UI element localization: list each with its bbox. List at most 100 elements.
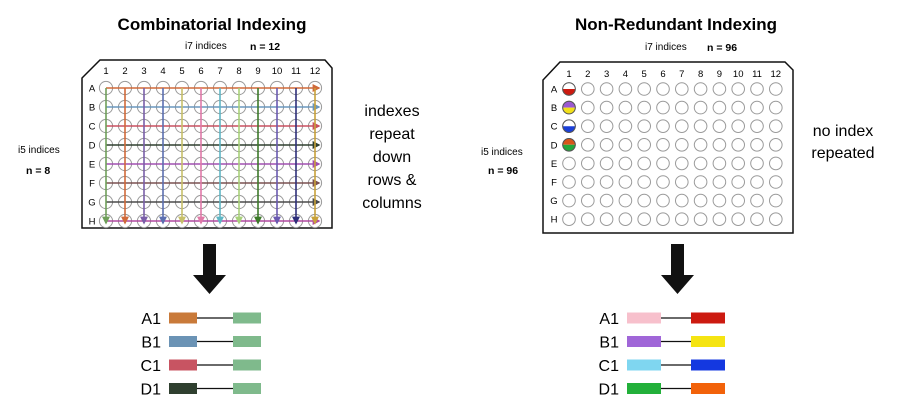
plate-well <box>769 156 783 171</box>
i5-index-bar <box>233 383 261 394</box>
plate-well <box>712 82 727 96</box>
plate-well <box>693 119 708 133</box>
non-redundant-note-line: repeated <box>811 145 874 162</box>
combinatorial-note-line: columns <box>362 195 422 212</box>
i7-index-bar <box>169 383 197 394</box>
plate-well <box>618 212 633 226</box>
plate-well <box>731 119 746 133</box>
plate-well <box>599 175 614 189</box>
column-label: 5 <box>179 66 184 77</box>
non-redundant-panel: Non-Redundant Indexing i7 indices n = 96… <box>481 15 875 399</box>
column-label: 6 <box>198 66 203 77</box>
plate-well <box>750 193 764 208</box>
plate-well <box>656 175 670 189</box>
i7-index-bar <box>627 383 661 394</box>
combo-label: D1 <box>599 382 620 399</box>
column-label: 4 <box>623 69 628 80</box>
i5-index-bar <box>691 359 725 371</box>
i7-index-bar <box>169 359 197 371</box>
plate-well <box>618 175 633 189</box>
plate-well <box>618 82 633 96</box>
plate-well <box>599 156 614 171</box>
row-label: D <box>89 141 96 152</box>
plate-well <box>693 138 708 152</box>
combinatorial-note-line: rows & <box>368 172 417 189</box>
plate-well <box>581 175 595 189</box>
plate-well <box>581 193 595 208</box>
plate-well <box>637 119 652 133</box>
i7-index-bar <box>627 312 661 324</box>
row-label: D <box>551 140 558 151</box>
plate-well <box>656 82 670 96</box>
plate-well <box>637 156 652 171</box>
i7-index-bar <box>627 359 661 371</box>
well-bottom-half <box>562 107 576 114</box>
plate-well <box>675 138 689 152</box>
combo-label: C1 <box>141 358 162 375</box>
row-label: F <box>89 179 95 190</box>
combinatorial-panel: Combinatorial Indexing i7 indices n = 12… <box>18 15 422 399</box>
i5-index-bar <box>691 312 725 324</box>
plate-well <box>769 193 783 208</box>
row-label: E <box>551 159 557 170</box>
plate-well <box>712 119 727 133</box>
plate-well <box>656 212 670 226</box>
row-label: H <box>551 215 558 226</box>
non-redundant-i5-n: n = 96 <box>488 165 518 177</box>
row-label: A <box>551 85 558 96</box>
plate-well <box>618 156 633 171</box>
plate-well <box>731 138 746 152</box>
plate-well <box>675 100 689 115</box>
column-label: 1 <box>103 66 108 77</box>
plate-well <box>731 82 746 96</box>
i5-index-bar <box>233 312 261 324</box>
plate-well <box>769 138 783 152</box>
plate-well <box>712 100 727 115</box>
plate-well <box>656 119 670 133</box>
well-bottom-half <box>562 126 576 133</box>
plate-well <box>637 193 652 208</box>
plate-well <box>769 212 783 226</box>
plate-well <box>599 119 614 133</box>
plate-well <box>712 175 727 189</box>
filled-well <box>562 82 576 96</box>
row-label: B <box>89 103 95 114</box>
plate-well <box>599 193 614 208</box>
column-label: 12 <box>771 69 782 80</box>
combinatorial-i7-n: n = 12 <box>250 41 280 53</box>
plate-well <box>769 82 783 96</box>
plate-well <box>599 212 614 226</box>
row-label: C <box>551 122 558 133</box>
column-label: 2 <box>122 66 127 77</box>
non-redundant-i7-n: n = 96 <box>707 42 737 54</box>
plate-well <box>731 100 746 115</box>
i5-index-bar <box>233 336 261 347</box>
combo-label: A1 <box>599 311 619 328</box>
combinatorial-note-line: repeat <box>369 126 415 143</box>
column-label: 10 <box>733 69 744 80</box>
combinatorial-down-arrow <box>193 244 226 294</box>
row-label: F <box>551 178 557 189</box>
plate-well <box>731 156 746 171</box>
plate-well <box>656 138 670 152</box>
plate-well <box>750 119 764 133</box>
plate-well <box>712 156 727 171</box>
combinatorial-title: Combinatorial Indexing <box>118 15 307 34</box>
plate-well <box>581 212 595 226</box>
row-label: G <box>88 198 95 209</box>
plate-well <box>599 138 614 152</box>
plate-well <box>675 212 689 226</box>
plate-well <box>750 175 764 189</box>
column-label: 8 <box>236 66 241 77</box>
plate-well <box>599 100 614 115</box>
column-label: 6 <box>660 69 665 80</box>
plate-well <box>675 175 689 189</box>
plate-well <box>637 175 652 189</box>
plate-well <box>599 82 614 96</box>
plate-well <box>656 193 670 208</box>
plate-well <box>675 156 689 171</box>
plate-well <box>675 82 689 96</box>
plate-well <box>637 212 652 226</box>
